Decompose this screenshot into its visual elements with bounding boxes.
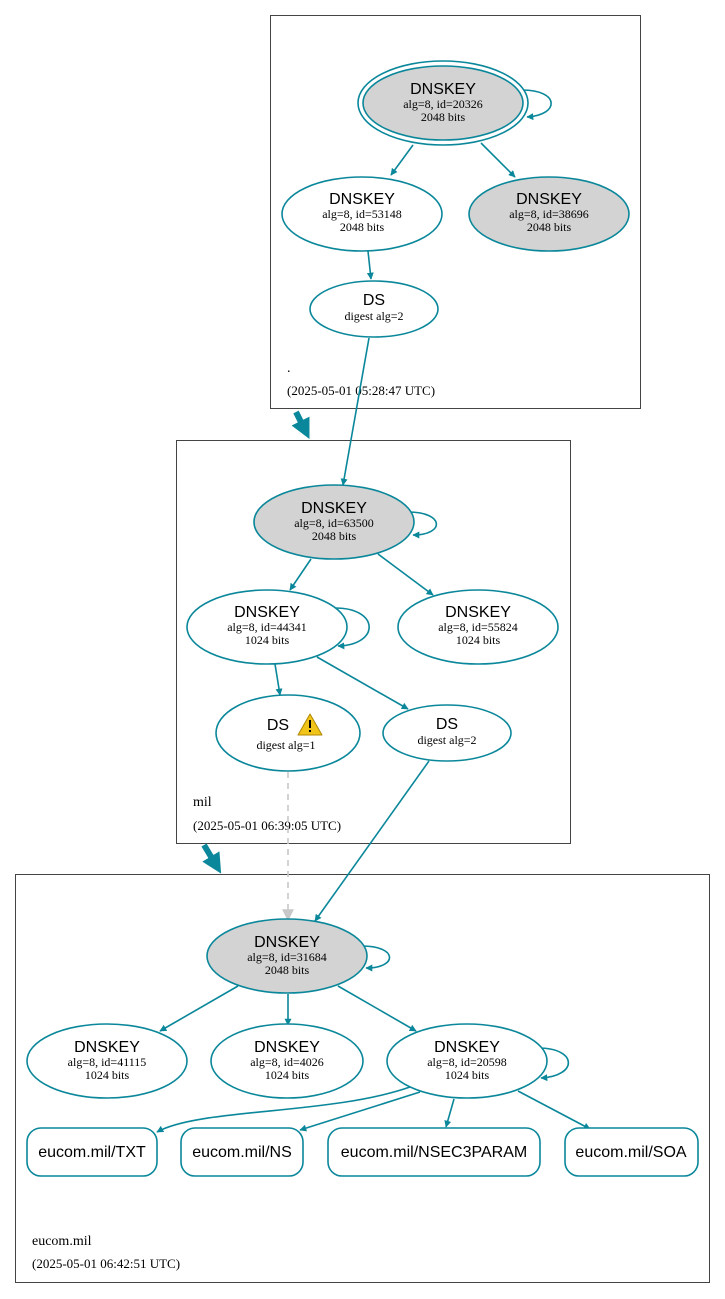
- rrset-ns-node: eucom.mil/NS: [180, 1127, 304, 1177]
- mil-ds2-title: DS: [436, 716, 458, 733]
- mil-zsk2-bits: 1024 bits: [456, 633, 501, 647]
- eucom-key1-alg: alg=8, id=41115: [68, 1055, 147, 1069]
- eucom-key2-alg: alg=8, id=4026: [250, 1055, 324, 1069]
- warning-icon: [297, 713, 323, 736]
- zone-root-timestamp: (2025-05-01 05:28:47 UTC): [287, 383, 435, 398]
- rrset-txt-node: eucom.mil/TXT: [26, 1127, 158, 1177]
- edge-mil-ds2-eucom-ksk: [314, 760, 430, 922]
- root-zsk1-bits: 2048 bits: [340, 220, 385, 234]
- mil-ksk-node: DNSKEY alg=8, id=63500 2048 bits: [253, 484, 415, 560]
- root-zsk2-title: DNSKEY: [516, 191, 582, 208]
- mil-zsk1-title: DNSKEY: [234, 604, 300, 621]
- edge-mil-zsk1-ds2: [316, 656, 409, 710]
- eucom-ksk-title: DNSKEY: [254, 934, 320, 951]
- mil-ksk-alg: alg=8, id=63500: [294, 516, 374, 530]
- root-zsk1-alg: alg=8, id=53148: [322, 207, 402, 221]
- root-zsk2-node: DNSKEY alg=8, id=38696 2048 bits: [468, 176, 630, 252]
- mil-ds2-node: DS digest alg=2: [382, 704, 512, 762]
- eucom-ksk-node: DNSKEY alg=8, id=31684 2048 bits: [206, 918, 368, 994]
- zone-mil-timestamp: (2025-05-01 06:39:05 UTC): [193, 818, 341, 833]
- zone-mil-label: mil: [193, 795, 212, 810]
- eucom-ksk-alg: alg=8, id=31684: [247, 950, 327, 964]
- root-ksk-node: DNSKEY alg=8, id=20326 2048 bits: [357, 60, 529, 146]
- root-ksk-bits: 2048 bits: [421, 110, 466, 124]
- eucom-key3-bits: 1024 bits: [445, 1068, 490, 1082]
- eucom-key3-node: DNSKEY alg=8, id=20598 1024 bits: [386, 1023, 548, 1099]
- root-zsk2-alg: alg=8, id=38696: [509, 207, 589, 221]
- edge-eucom-ksk-self: [361, 945, 391, 972]
- mil-zsk1-node: DNSKEY alg=8, id=44341 1024 bits: [186, 589, 348, 665]
- edge-mil-ksk-zsk2: [377, 553, 434, 596]
- edge-root-ds-mil-ksk: [340, 337, 370, 486]
- root-zsk2-bits: 2048 bits: [527, 220, 572, 234]
- mil-zsk2-node: DNSKEY alg=8, id=55824 1024 bits: [397, 589, 559, 665]
- edge-eucom-key3-soa: [517, 1090, 591, 1130]
- zone-eucom-timestamp: (2025-05-01 06:42:51 UTC): [32, 1256, 180, 1271]
- eucom-key1-bits: 1024 bits: [85, 1068, 130, 1082]
- mil-ds1-alg: digest alg=1: [256, 738, 315, 752]
- root-ksk-title: DNSKEY: [410, 81, 476, 98]
- mil-ds2-alg: digest alg=2: [417, 733, 476, 747]
- root-zsk1-title: DNSKEY: [329, 191, 395, 208]
- eucom-key3-alg: alg=8, id=20598: [427, 1055, 507, 1069]
- edge-eucom-key3-ns: [299, 1091, 421, 1132]
- rrset-nsec3param-node: eucom.mil/NSEC3PARAM: [327, 1127, 541, 1177]
- mil-ksk-title: DNSKEY: [301, 500, 367, 517]
- eucom-key2-node: DNSKEY alg=8, id=4026 1024 bits: [210, 1023, 364, 1099]
- edge-eucom-ksk-key1: [159, 985, 239, 1032]
- edge-mil-ksk-self: [407, 511, 438, 539]
- eucom-ksk-bits: 2048 bits: [265, 963, 310, 977]
- edge-root-ksk-zsk2: [480, 142, 516, 178]
- root-ds-alg: digest alg=2: [344, 309, 403, 323]
- root-ds-node: DS digest alg=2: [309, 280, 439, 338]
- mil-ds1-node: DS digest alg=1: [215, 694, 361, 772]
- rrset-txt-label: eucom.mil/TXT: [38, 1144, 146, 1161]
- mil-ds1-title: DS: [267, 717, 289, 734]
- mil-zsk2-title: DNSKEY: [445, 604, 511, 621]
- rrset-nsec3param-label: eucom.mil/NSEC3PARAM: [341, 1144, 527, 1161]
- edge-eucom-key3-self: [537, 1047, 570, 1082]
- mil-zsk1-bits: 1024 bits: [245, 633, 290, 647]
- edge-eucom-key3-nsec3param: [444, 1098, 455, 1128]
- eucom-key1-title: DNSKEY: [74, 1039, 140, 1056]
- edge-eucom-ksk-key3: [337, 985, 417, 1032]
- eucom-key2-bits: 1024 bits: [265, 1068, 310, 1082]
- zone-root-label: .: [287, 361, 291, 376]
- eucom-key3-title: DNSKEY: [434, 1039, 500, 1056]
- edge-mil-zsk1-ds1: [274, 663, 283, 696]
- mil-zsk1-alg: alg=8, id=44341: [227, 620, 307, 634]
- rrset-soa-node: eucom.mil/SOA: [564, 1127, 699, 1177]
- edge-eucom-key3-txt: [156, 1086, 411, 1133]
- rrset-soa-label: eucom.mil/SOA: [575, 1144, 686, 1161]
- edge-mil-zsk1-self: [334, 607, 370, 650]
- eucom-key2-title: DNSKEY: [254, 1039, 320, 1056]
- delegation-arrow-root-mil: [291, 410, 310, 439]
- zone-eucom-label: eucom.mil: [32, 1234, 92, 1249]
- root-zsk1-node: DNSKEY alg=8, id=53148 2048 bits: [281, 176, 443, 252]
- mil-zsk2-alg: alg=8, id=55824: [438, 620, 518, 634]
- mil-ksk-bits: 2048 bits: [312, 529, 357, 543]
- edge-root-zsk1-ds: [366, 250, 374, 280]
- edge-mil-ksk-zsk1: [289, 558, 312, 591]
- rrset-ns-label: eucom.mil/NS: [192, 1144, 292, 1161]
- root-ds-title: DS: [363, 292, 385, 309]
- delegation-arrow-mil-eucom: [201, 843, 222, 874]
- eucom-key1-node: DNSKEY alg=8, id=41115 1024 bits: [26, 1023, 188, 1099]
- root-ksk-alg: alg=8, id=20326: [403, 97, 483, 111]
- edge-root-ksk-self: [521, 89, 552, 121]
- edge-root-ksk-zsk1: [390, 144, 414, 176]
